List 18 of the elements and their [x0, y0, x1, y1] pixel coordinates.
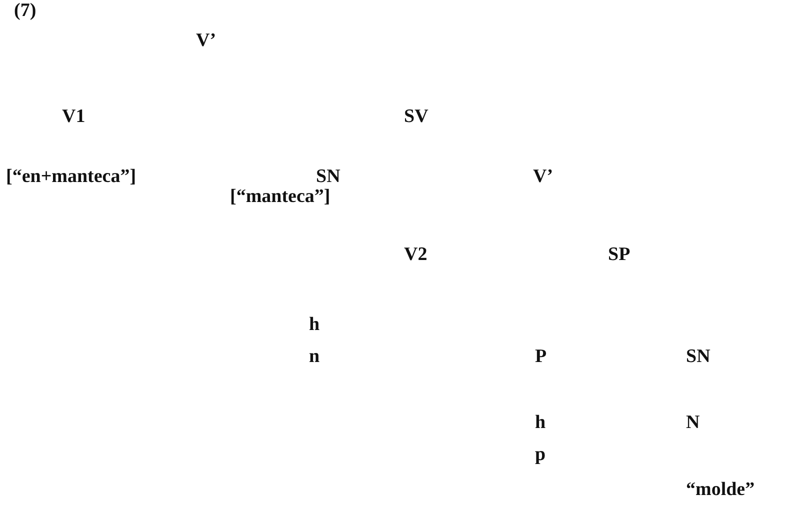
tree-label: SP — [608, 244, 630, 266]
tree-label: h — [309, 314, 320, 336]
tree-label: N — [686, 412, 700, 434]
word-label: [“manteca”] — [230, 186, 330, 208]
tree-label: SV — [404, 106, 428, 128]
tree-label: P — [535, 346, 547, 368]
tree-label: h — [535, 412, 546, 434]
word-label: “molde” — [686, 479, 755, 501]
tree-label: V’ — [533, 166, 554, 188]
tree-label: V2 — [404, 244, 428, 266]
tree-label: SN — [686, 346, 710, 368]
example-number: (7) — [14, 0, 36, 22]
tree-label: V1 — [62, 106, 86, 128]
word-label: [“en+manteca”] — [6, 166, 136, 188]
tree-label: V’ — [196, 30, 216, 52]
tree-label: n — [309, 346, 320, 368]
tree-label: SN — [316, 166, 340, 188]
tree-label: p — [535, 444, 546, 466]
